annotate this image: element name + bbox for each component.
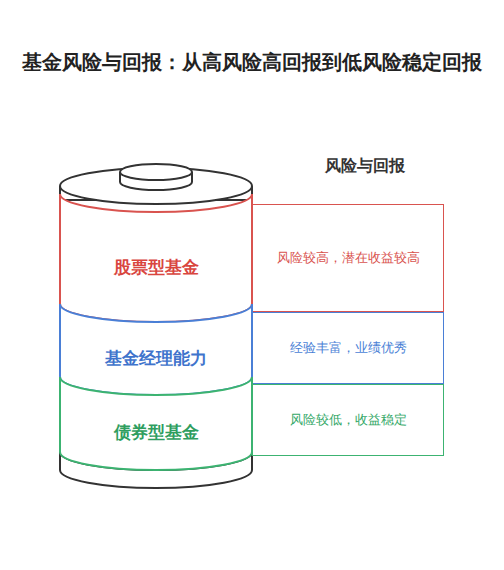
description-box: 经验丰富，业绩优秀: [252, 312, 444, 384]
cylinder-band: 股票型基金: [60, 194, 252, 322]
cap-top: [120, 164, 192, 180]
cylinder-band: 债券型基金: [60, 377, 252, 470]
description-box: 风险较高，潜在收益较高: [252, 204, 444, 312]
description-text: 风险较低，收益稳定: [290, 410, 407, 430]
band-label: 债券型基金: [114, 421, 199, 444]
description-text: 风险较高，潜在收益较高: [277, 248, 420, 268]
cylinder-band: 基金经理能力: [60, 304, 252, 395]
description-text: 经验丰富，业绩优秀: [290, 338, 407, 358]
band-label: 股票型基金: [114, 256, 199, 279]
band-label: 基金经理能力: [105, 347, 207, 370]
column-header: 风险与回报: [280, 156, 450, 177]
description-box: 风险较低，收益稳定: [252, 384, 444, 456]
diagram-title: 基金风险与回报：从高风险高回报到低风险稳定回报: [20, 50, 484, 75]
